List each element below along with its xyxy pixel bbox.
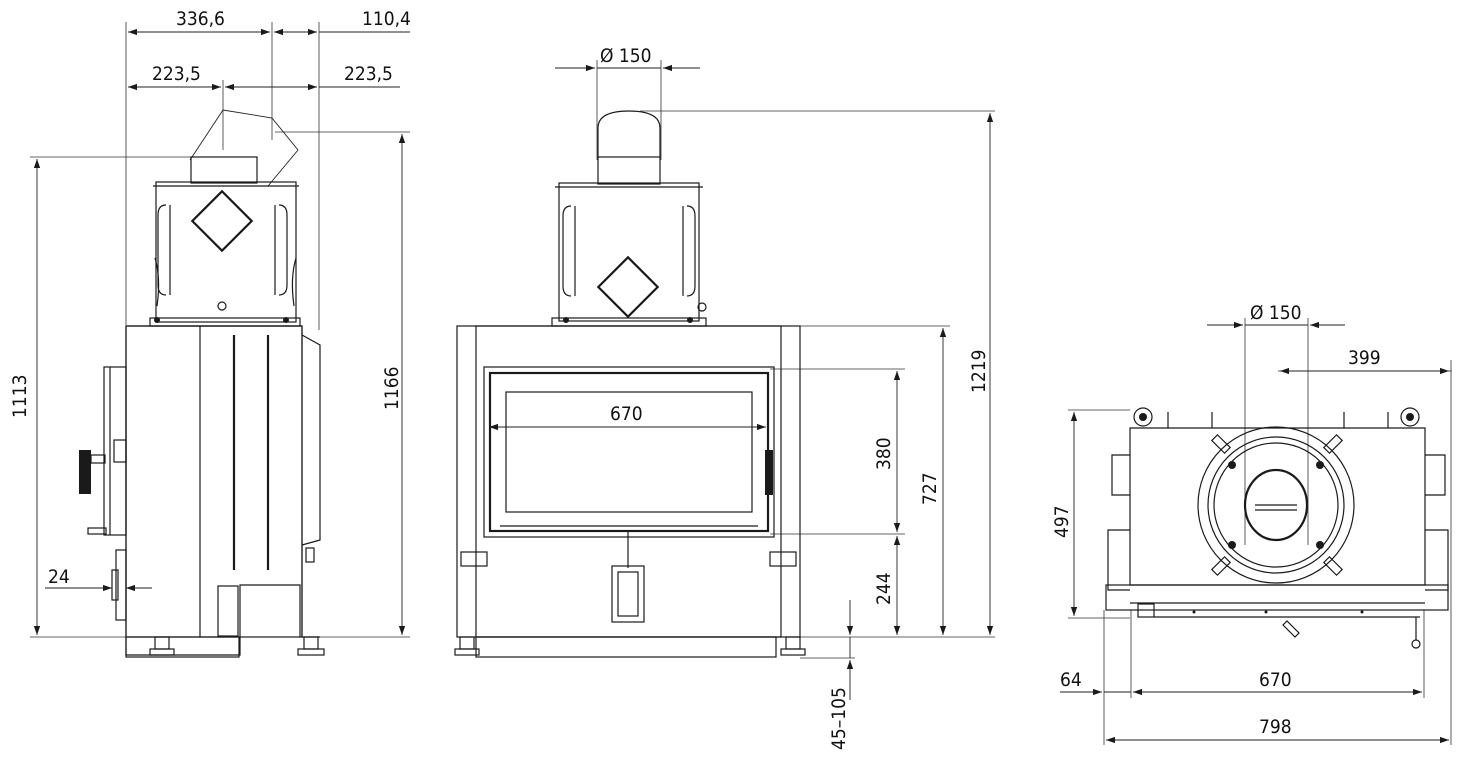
dim-244-label: 244: [873, 572, 895, 605]
dim-1219-label: 1219: [968, 350, 990, 394]
dim-150-front-label: Ø 150: [600, 45, 652, 67]
dim-150-top-label: Ø 150: [1250, 302, 1302, 324]
dim-110-label: 110,4: [362, 8, 411, 30]
dim-399-label: 399: [1348, 347, 1381, 369]
dim-223-right-label: 223,5: [344, 63, 393, 85]
top-view: Ø 150 399 497 64 670 798: [1051, 302, 1452, 745]
dim-380-label: 380: [873, 437, 895, 470]
dim-24-label: 24: [48, 566, 70, 588]
dim-1113-label: 1113: [9, 375, 31, 419]
dim-223-left-label: 223,5: [152, 63, 201, 85]
dim-670-top-label: 670: [1259, 669, 1292, 691]
dim-64-label: 64: [1060, 669, 1082, 691]
dim-336-label: 336,6: [176, 8, 225, 30]
dim-45-105-label: 45–105: [828, 687, 850, 750]
front-view: Ø 150 670 380 727 1219 244 45–105: [454, 45, 995, 750]
dim-1166-label: 1166: [381, 367, 403, 411]
flue-outer-ring: [1197, 426, 1355, 584]
dim-798-label: 798: [1259, 716, 1292, 738]
dim-727-label: 727: [919, 472, 941, 505]
dim-670-glass-label: 670: [610, 403, 643, 425]
side-view: 336,6 110,4 223,5 223,5 1113 1166 24: [9, 8, 411, 658]
dim-497-label: 497: [1051, 505, 1073, 538]
